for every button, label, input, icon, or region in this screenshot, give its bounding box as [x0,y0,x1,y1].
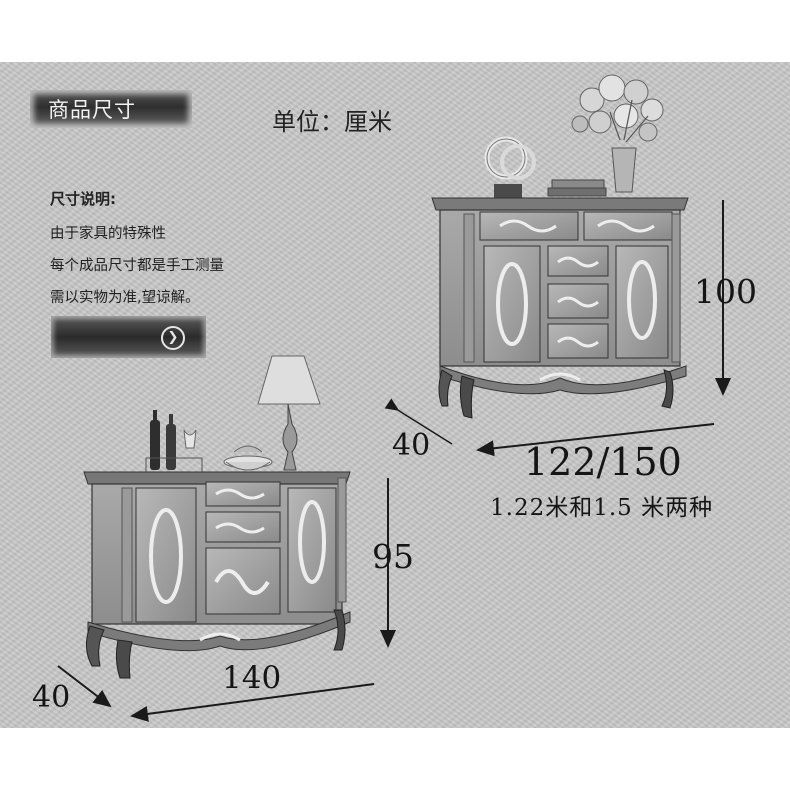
books [547,179,607,197]
notes-line-2: 每个成品尺寸都是手工测量 [50,258,224,274]
large-width-note: 1.22米和1.5 米两种 [490,495,714,521]
notes-title: 尺寸说明: [50,190,116,208]
dimension-lines [57,200,731,722]
unit-label: 单位：厘米 [272,108,392,136]
chevron-right-circle-icon: ❯ [161,326,185,350]
small-width-label: 140 [222,660,282,696]
ring-ornament [484,136,536,198]
table-lamp [257,355,321,471]
sideboard-large [431,74,689,419]
notes-line-1: 由于家具的特殊性 [50,226,166,242]
large-width-label: 122/150 [524,440,682,484]
sideboard-small [83,355,351,679]
small-height-label: 95 [372,537,414,576]
wine-bottles [145,410,203,473]
more-button[interactable]: ❯ [51,316,206,358]
large-depth-label: 40 [392,428,431,463]
section-title: 商品尺寸 [48,98,136,122]
notes-line-3: 需以实物为准,望谅解。 [50,290,200,306]
flower-vase [571,74,664,193]
small-depth-label: 40 [32,680,71,715]
section-title-tag [30,90,192,128]
large-height-label: 100 [694,272,757,311]
bowl [223,445,273,471]
